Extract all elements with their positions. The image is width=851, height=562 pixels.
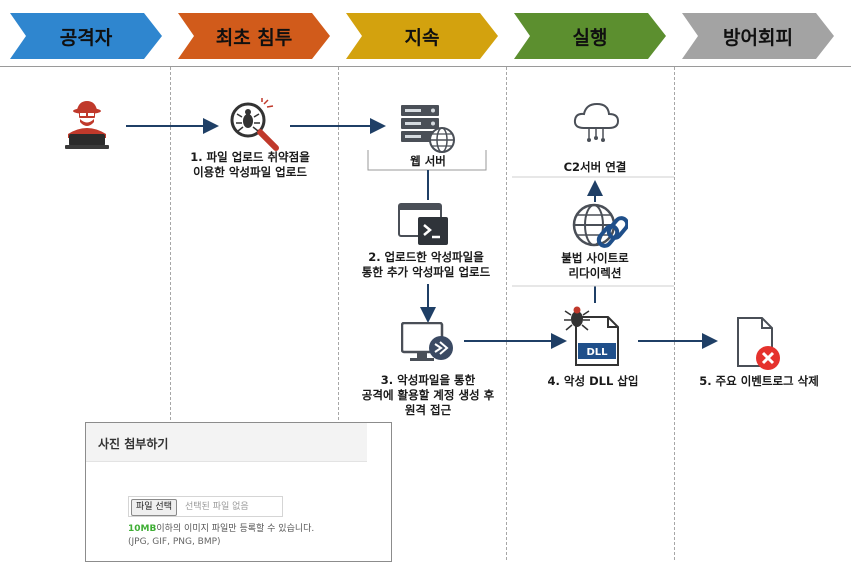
choose-file-button[interactable]: 파일 선택: [131, 499, 177, 516]
file-status-text: 선택된 파일 없음: [185, 502, 249, 512]
deleted-file-icon: [737, 317, 780, 370]
dll-file-icon: DLL: [564, 306, 619, 366]
redirect-label: 불법 사이트로 리다이렉션: [540, 251, 650, 281]
stage-label: 공격자: [59, 26, 113, 49]
svg-text:DLL: DLL: [586, 347, 608, 358]
cloud-icon: [573, 102, 620, 142]
step3-line2: 공격에 활용할 계정 생성 후: [361, 388, 495, 402]
step2-line2: 통한 추가 악성파일 업로드: [361, 265, 491, 279]
column-divider: [170, 67, 171, 560]
stage-label: 방어회피: [723, 26, 793, 49]
stage-bar: 공격자 최초 침투 지속 실행 방어회피: [0, 0, 851, 80]
column-divider: [506, 67, 507, 560]
stage-label: 실행: [572, 26, 608, 49]
step2-line1: 2. 업로드한 악성파일을: [368, 250, 484, 264]
hacker-icon: [65, 101, 109, 149]
chevron-shape: [514, 13, 666, 59]
allowed-formats: (JPG, GIF, PNG, BMP): [128, 537, 221, 547]
stage-defense-evasion: 방어회피: [682, 13, 834, 59]
chevron-shape: [10, 13, 162, 59]
bug-magnifier-icon: [230, 98, 279, 151]
chevron-shape: [682, 13, 834, 59]
redirect-line2: 리다이렉션: [568, 266, 622, 280]
step1-line2: 이용한 악성파일 업로드: [193, 165, 307, 179]
column-divider: [674, 67, 675, 560]
terminal-icon: [398, 203, 448, 245]
step1-line1: 1. 파일 업로드 취약점을: [190, 150, 310, 164]
step3-line3: 원격 접근: [404, 403, 452, 417]
stage-label: 최초 침투: [215, 26, 293, 49]
web-server-label: 웹 서버: [410, 154, 446, 168]
stage-persistence: 지속: [346, 13, 498, 59]
redirect-line1: 불법 사이트로: [561, 251, 629, 265]
file-input[interactable]: 파일 선택 선택된 파일 없음: [128, 496, 283, 517]
stage-initial-access: 최초 침투: [178, 13, 330, 59]
step2-label: 2. 업로드한 악성파일을 통한 추가 악성파일 업로드: [340, 250, 512, 280]
photo-upload-panel: 사진 첨부하기 파일 선택 선택된 파일 없음 10MB이하의 이미지 파일만 …: [85, 422, 392, 562]
step5-label: 5. 주요 이벤트로그 삭제: [699, 374, 819, 388]
header-divider: [0, 66, 851, 67]
c2-label: C2서버 연결: [563, 160, 627, 174]
stage-attacker: 공격자: [10, 13, 162, 59]
panel-title: 사진 첨부하기: [98, 437, 169, 451]
upload-notice: 10MB이하의 이미지 파일만 등록할 수 있습니다.: [128, 523, 314, 535]
stage-label: 지속: [404, 26, 440, 49]
globe-link-icon: [572, 203, 628, 248]
notice-text: 이하의 이미지 파일만 등록할 수 있습니다.: [156, 524, 315, 534]
chevron-shape: [178, 13, 330, 59]
size-limit: 10MB: [128, 524, 157, 534]
stage-execution: 실행: [514, 13, 666, 59]
web-server-icon: [401, 105, 455, 153]
step4-label: 4. 악성 DLL 삽입: [547, 374, 639, 388]
step3-label: 3. 악성파일을 통한 공격에 활용할 계정 생성 후 원격 접근: [338, 373, 518, 418]
remote-desktop-icon: [401, 322, 453, 361]
step3-line1: 3. 악성파일을 통한: [380, 373, 476, 387]
step1-label: 1. 파일 업로드 취약점을 이용한 악성파일 업로드: [180, 150, 320, 180]
column-divider: [338, 67, 339, 560]
chevron-shape: [346, 13, 498, 59]
panel-header: 사진 첨부하기: [86, 423, 367, 462]
